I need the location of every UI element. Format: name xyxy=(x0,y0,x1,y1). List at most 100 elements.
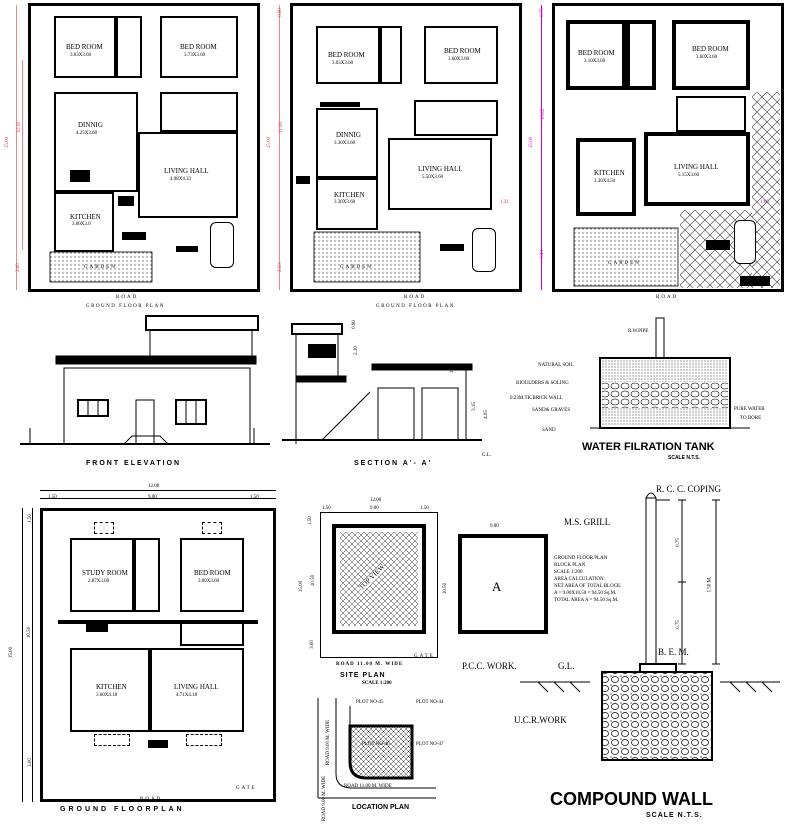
section-dim-1: 0.90 xyxy=(351,320,357,329)
site-plan-dim-m: 10.50 xyxy=(311,574,317,587)
plan3-dim-line xyxy=(541,5,542,290)
plan1-bedroom1 xyxy=(54,16,116,78)
plan2-bedroom2-size: 3.60X3.60 xyxy=(448,57,470,62)
plan4-caption: GROUND FLOORPLAN xyxy=(60,806,185,813)
plan2-dim-top: 0.90 xyxy=(277,8,283,17)
plan2-dinning-size: 3.30X3.60 xyxy=(334,141,356,146)
plan1-dim-bottom: 2.00 xyxy=(15,263,21,272)
plan3-furniture-2 xyxy=(740,276,770,286)
plan1-furniture-4 xyxy=(176,246,198,252)
plan2-living-label: LIVING HALL xyxy=(418,165,463,173)
plan4-dim-b: 3.00 xyxy=(27,758,33,767)
plan4-door-mark xyxy=(94,522,114,534)
location-road-v2: ROAD 9.00 M. WIDE xyxy=(322,775,328,822)
plan3-bath xyxy=(626,20,656,90)
location-plan-caption: LOCATION PLAN xyxy=(352,804,410,811)
plan4-dim-line-left xyxy=(22,508,23,802)
plan4-door-mark-2 xyxy=(202,522,222,534)
plan2-dim-side: 1.31 xyxy=(500,200,509,205)
plan1-dim-mid: 12.30 xyxy=(17,121,23,134)
section-dim-2: 2.10 xyxy=(353,346,359,355)
plan2-kitchen xyxy=(316,178,378,230)
plan1-furniture-2 xyxy=(118,196,134,206)
plan4-kitchen xyxy=(70,648,150,732)
site-plan-dim-w: 12.00 xyxy=(370,498,382,503)
site-plan-road: ROAD 11.00 M. WIDE xyxy=(336,662,404,667)
plan4-dim-h: 15.00 xyxy=(9,646,15,659)
plan4-gate-label: GATE xyxy=(236,786,257,791)
plan4-dim-line-top2 xyxy=(40,498,276,499)
plan2-dim-mid: 11.50 xyxy=(279,121,285,134)
plan2-furniture-3 xyxy=(440,244,464,251)
plan4-dim-line-left2 xyxy=(32,508,33,802)
plan3-dim-bottom: 3.43 xyxy=(539,250,545,259)
plan1-kitchen-label: KITCHEN xyxy=(70,213,101,221)
filtration-pipe-label: R.W.PIPE xyxy=(628,329,649,334)
plan1-bedroom1-label: BED ROOM xyxy=(66,43,103,51)
location-road-h: ROAD 11.00 M. WIDE xyxy=(344,784,392,789)
plan1-caption: GROUND FLOOR PLAN xyxy=(86,304,165,309)
plan2-staircase xyxy=(414,100,498,136)
plan2-bedroom2-label: BED ROOM xyxy=(444,47,481,55)
plan1-furniture xyxy=(70,170,90,182)
site-plan-caption: SITE PLAN xyxy=(340,672,386,679)
compound-bem: B. E. M. xyxy=(658,647,689,657)
plan2-dim-bottom: 2.50 xyxy=(277,263,283,272)
plan4-road-label: ROAD xyxy=(140,797,163,802)
plan4-bath xyxy=(134,538,160,612)
plan1-living-size: 4.98X4.33 xyxy=(170,177,192,182)
plan4-study-size: 2.87X3.60 xyxy=(88,579,110,584)
plan1-bedroom2-size: 3.73X3.60 xyxy=(184,53,206,58)
plan4-furniture-2 xyxy=(148,740,168,748)
compound-pcc: P.C.C. WORK. xyxy=(462,661,517,671)
filtration-drawing xyxy=(590,317,750,429)
plan3-living-size: 5.15X3.60 xyxy=(678,173,700,178)
site-plan-scale: SCALE 1:200 xyxy=(362,681,392,686)
plan4-dim-t: 1.50 xyxy=(27,514,33,523)
plan1-dim-line xyxy=(16,5,17,290)
plan1-living-label: LIVING HALL xyxy=(164,167,209,175)
block-plan-letter: A xyxy=(492,579,502,594)
site-plan-dim-h: 15.00 xyxy=(299,580,305,593)
filtration-scale: SCALE N.T.S. xyxy=(668,455,700,461)
plan3-staircase xyxy=(676,96,746,132)
plan2-bath xyxy=(380,26,402,84)
site-plan-hatch xyxy=(340,532,418,626)
filtration-layer4: SAND& GRAVES xyxy=(532,408,571,413)
plan2-bedroom1 xyxy=(316,26,380,84)
plan3-kitchen xyxy=(576,138,636,216)
plan2-frame xyxy=(290,3,522,292)
filtration-out1: PURE WATER xyxy=(734,407,765,412)
site-plan-dim-b: 3.00 xyxy=(309,640,315,649)
plan3-garden-hatch xyxy=(573,227,679,287)
plan4-furniture xyxy=(86,624,108,632)
site-plan-dim-r: 1.50 xyxy=(420,506,429,511)
plan2-furniture-2 xyxy=(296,176,310,184)
site-plan-gate: GATE xyxy=(414,654,435,659)
plan2-garden-label: GARDEN xyxy=(340,265,373,270)
plan3-kitchen-size: 3.30X4.50 xyxy=(594,179,616,184)
compound-gl: G.L. xyxy=(558,661,575,671)
plan2-caption: GROUND FLOOR PLAN xyxy=(376,304,455,309)
plan4-living-label: LIVING HALL xyxy=(174,683,219,691)
plan3-dim-top: 0.75 xyxy=(539,8,545,17)
plan2-dinning xyxy=(316,108,378,178)
block-plan-note-7: TOTAL AREA A = 94.50 Sq.M. xyxy=(554,598,619,603)
plan3-bedroom1-size: 3.10X3.60 xyxy=(584,59,606,64)
plan2-dim-line xyxy=(279,5,280,290)
plan1-staircase xyxy=(160,92,238,132)
plan4-study xyxy=(70,538,134,612)
compound-coping: R. C. C. COPING xyxy=(656,484,722,494)
location-plot-45: PLOT NO-45 xyxy=(356,700,384,705)
compound-title: COMPOUND WALL xyxy=(550,789,713,809)
plan2-garden-hatch xyxy=(313,231,421,283)
plan1-dinning-label: DINNIG xyxy=(78,121,103,129)
plan2-kitchen-label: KITCHEN xyxy=(334,191,365,199)
plan3-bedroom2-label: BED ROOM xyxy=(692,45,729,53)
plan4-kitchen-label: KITCHEN xyxy=(96,683,127,691)
plan4-bedroom-size: 3.00X3.60 xyxy=(198,579,220,584)
plan3-bedroom1-label: BED ROOM xyxy=(578,49,615,57)
plan2-road-label: ROAD xyxy=(404,295,427,300)
front-elevation-drawing xyxy=(20,315,270,445)
plan1-living xyxy=(138,132,238,218)
